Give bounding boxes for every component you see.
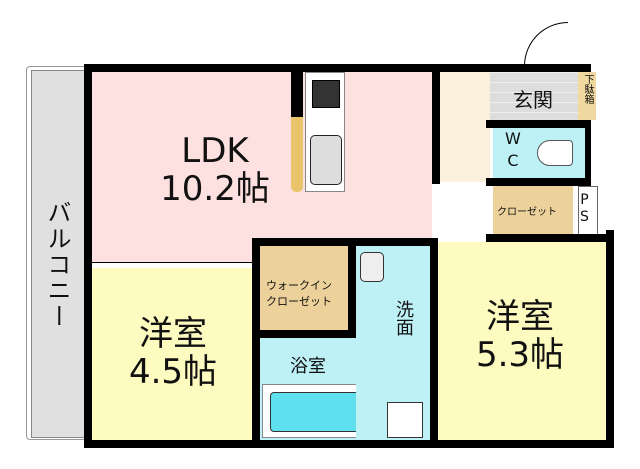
ps-label: P S [580,192,589,226]
kitchen-counter-wall [291,72,303,117]
ps-label-s: S [580,209,589,225]
room-ldk [92,72,432,262]
wic-wall-left [252,238,260,448]
outer-wall-left [84,64,92,448]
hallway [440,72,490,182]
wc-label-w: W [505,129,521,148]
washing-machine-pan [387,402,423,438]
western-left-label: 洋室 4.5帖 [118,315,228,391]
wic-wall-right [348,238,356,338]
ldk-label: LDK 10.2帖 [145,132,285,208]
wic-label-1: ウォークイン [266,279,332,292]
ldk-size: 10.2帖 [160,169,270,209]
hall-wall-left [432,64,440,184]
western-right-name: 洋室 [486,297,554,337]
entrance-door[interactable] [524,22,568,66]
room-entrance [490,72,583,122]
room-walk-in-closet [260,246,348,330]
stove-icon [312,80,340,108]
western-left-name: 洋室 [139,314,207,354]
western-right-wall-top [486,234,614,242]
shoe-box-label: 下駄箱 [582,74,593,104]
room-western-left [92,268,252,440]
wc-wall-bottom [486,178,591,186]
shoe-box [578,72,596,120]
kitchen-counter-bar [291,117,303,192]
washroom-label: 洗面 [393,300,414,336]
western-right-label: 洋室 5.3帖 [465,298,575,374]
wic-wall-bottom [252,330,382,338]
balcony-label: バルコニー [43,200,71,330]
wic-label-2: クローゼット [266,295,332,308]
wc-label: W C [505,128,521,172]
room-western-right [438,242,606,440]
closet-label: クローゼット [497,207,557,218]
western-right-size: 5.3帖 [475,335,565,375]
outer-wall-bottom [84,440,614,448]
outer-wall-top [84,64,591,72]
wc-wall [486,120,591,128]
wash-wall-right [430,238,438,448]
outer-wall-right-upper [583,64,591,240]
room-closet [493,186,573,234]
ldk-name: LDK [181,131,249,171]
wc-label-c: C [507,151,519,170]
wic-label: ウォークイン クローゼット [266,278,332,310]
bathroom-label: 浴室 [290,356,326,377]
bathtub-basin [270,392,365,432]
outer-wall-right [606,230,614,448]
balcony [31,70,90,438]
entrance-label: 玄関 [513,88,553,112]
western-left-size: 4.5帖 [128,352,218,392]
toilet-icon [537,140,573,166]
sink-icon [310,135,342,185]
wic-wall [252,238,432,246]
ps-label-p: P [580,192,589,208]
washbasin-icon [360,252,384,282]
